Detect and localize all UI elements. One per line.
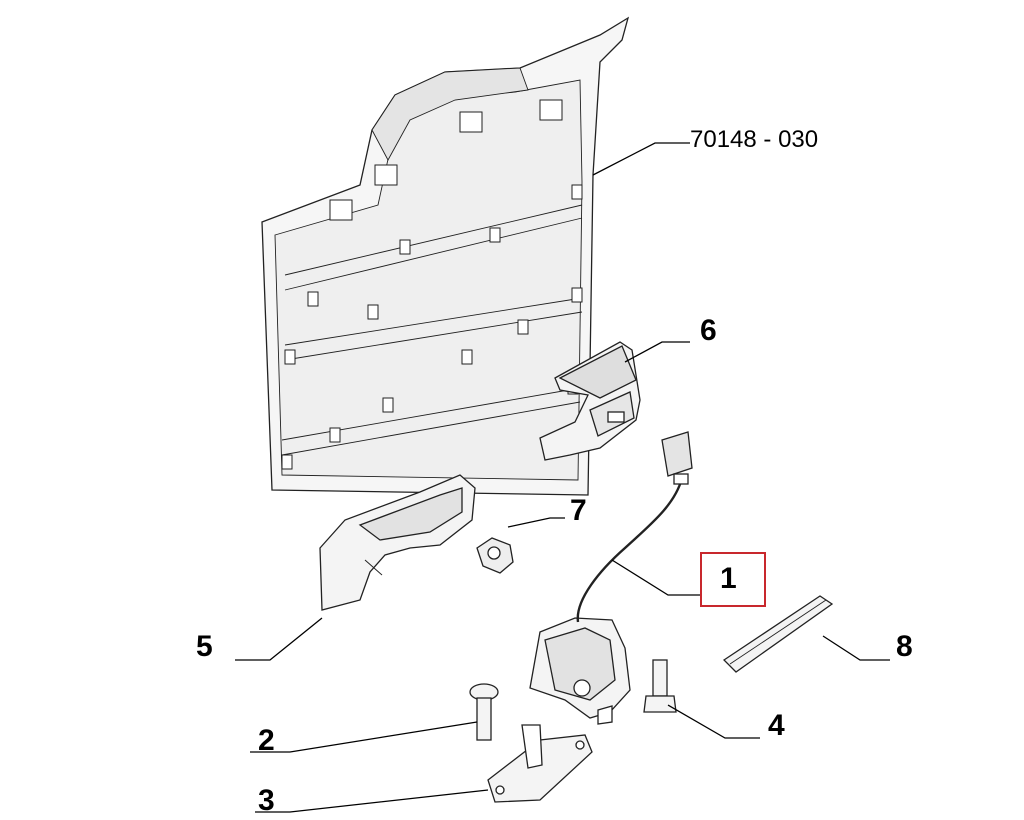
part-3-striker-plate [487, 724, 593, 803]
part-2-screw [469, 683, 499, 741]
callout-label-4: 4 [768, 709, 785, 742]
part-4-bolt [643, 659, 677, 713]
part-7-nut [476, 537, 514, 574]
door-panel [261, 16, 630, 496]
callout-label-7: 7 [570, 494, 587, 527]
callout-label-6: 6 [700, 314, 717, 347]
panel-reference-code: 70148 - 030 [690, 126, 819, 153]
callout-label-5: 5 [196, 630, 213, 663]
leader-lines [235, 142, 890, 813]
callout-label-8: 8 [896, 630, 913, 663]
callout-label-3: 3 [258, 784, 275, 817]
callout-label-2: 2 [258, 724, 275, 757]
callout-label-1: 1 [720, 562, 737, 595]
part-5-door-handle [319, 474, 476, 611]
part-6-lock-bracket [539, 341, 641, 461]
part-8-seal-strip [722, 595, 834, 673]
part-1-door-lock [529, 431, 693, 725]
highlighted-callout-box [700, 552, 766, 607]
